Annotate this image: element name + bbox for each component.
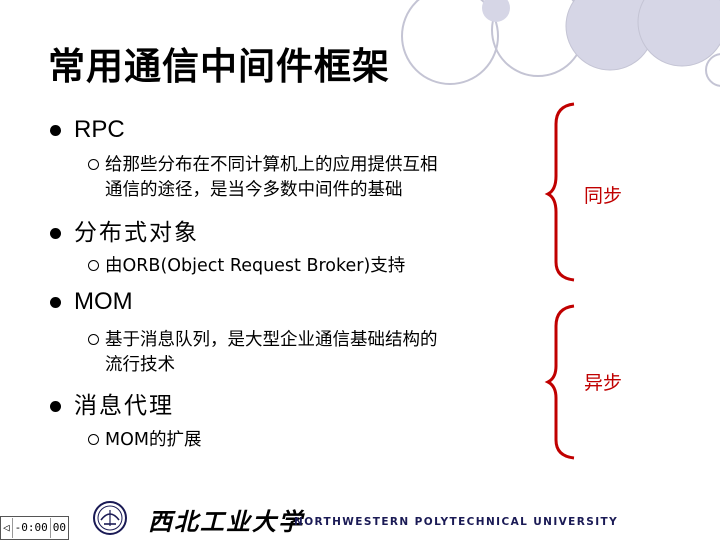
bullet-dot-icon [50,400,61,412]
sync-bracket [544,102,575,282]
sub-bullet-mom-text: 基于消息队列，是大型企业通信基础结构的 流行技术 [105,330,438,375]
bullet-dot-icon [50,227,61,239]
university-logo-icon [93,501,127,535]
deco-circle-1 [401,0,499,85]
bullet-dot-icon [50,124,61,136]
nav-time-button[interactable]: -0:00 [13,518,51,538]
decorative-circles [401,0,720,87]
bullet-message-broker-label: 消息代理 [74,393,174,419]
bullet-dot-icon [50,296,61,308]
bullet-mom: MOM [50,288,133,316]
bullet-rpc-label: RPC [74,116,125,143]
deco-circle-5 [705,53,720,87]
university-name-cn: 西北工业大学 [148,507,304,536]
bullet-distributed-objects-label: 分布式对象 [74,220,199,246]
ring-bullet-icon [88,334,99,345]
sync-label: 同步 [584,185,623,207]
bullet-mom-label: MOM [74,288,133,315]
deco-circle-6 [482,0,510,22]
bullet-message-broker: 消息代理 [50,392,174,420]
bullet-distributed-objects: 分布式对象 [50,219,199,247]
nav-prev-button[interactable]: ◁ [1,518,13,538]
nav-next-button[interactable]: 00 [52,521,66,534]
sub-bullet-rpc: 给那些分布在不同计算机上的应用提供互相 通信的途径，是当今多数中间件的基础 [88,153,438,203]
async-bracket [544,304,575,460]
sub-bullet-distributed-objects: 由ORB(Object Request Broker)支持 [88,254,405,279]
ring-bullet-icon [88,434,99,445]
sub-bullet-message-broker: MOM的扩展 [88,428,201,453]
sub-bullet-mom: 基于消息队列，是大型企业通信基础结构的 流行技术 [88,328,438,378]
sub-bullet-distributed-objects-text: 由ORB(Object Request Broker)支持 [105,256,406,276]
ring-bullet-icon [88,159,99,170]
ring-bullet-icon [88,260,99,271]
slide-nav-controls: ◁ -0:00 00 [0,516,69,540]
sub-bullet-rpc-text: 给那些分布在不同计算机上的应用提供互相 通信的途径，是当今多数中间件的基础 [105,155,438,200]
sub-bullet-message-broker-text: MOM的扩展 [105,430,202,450]
slide-title: 常用通信中间件框架 [48,44,390,88]
deco-circle-4 [637,0,720,67]
async-label: 异步 [584,372,623,394]
university-name-en: NORTHWESTERN POLYTECHNICAL UNIVERSITY [294,516,619,528]
bullet-rpc: RPC [50,116,125,144]
